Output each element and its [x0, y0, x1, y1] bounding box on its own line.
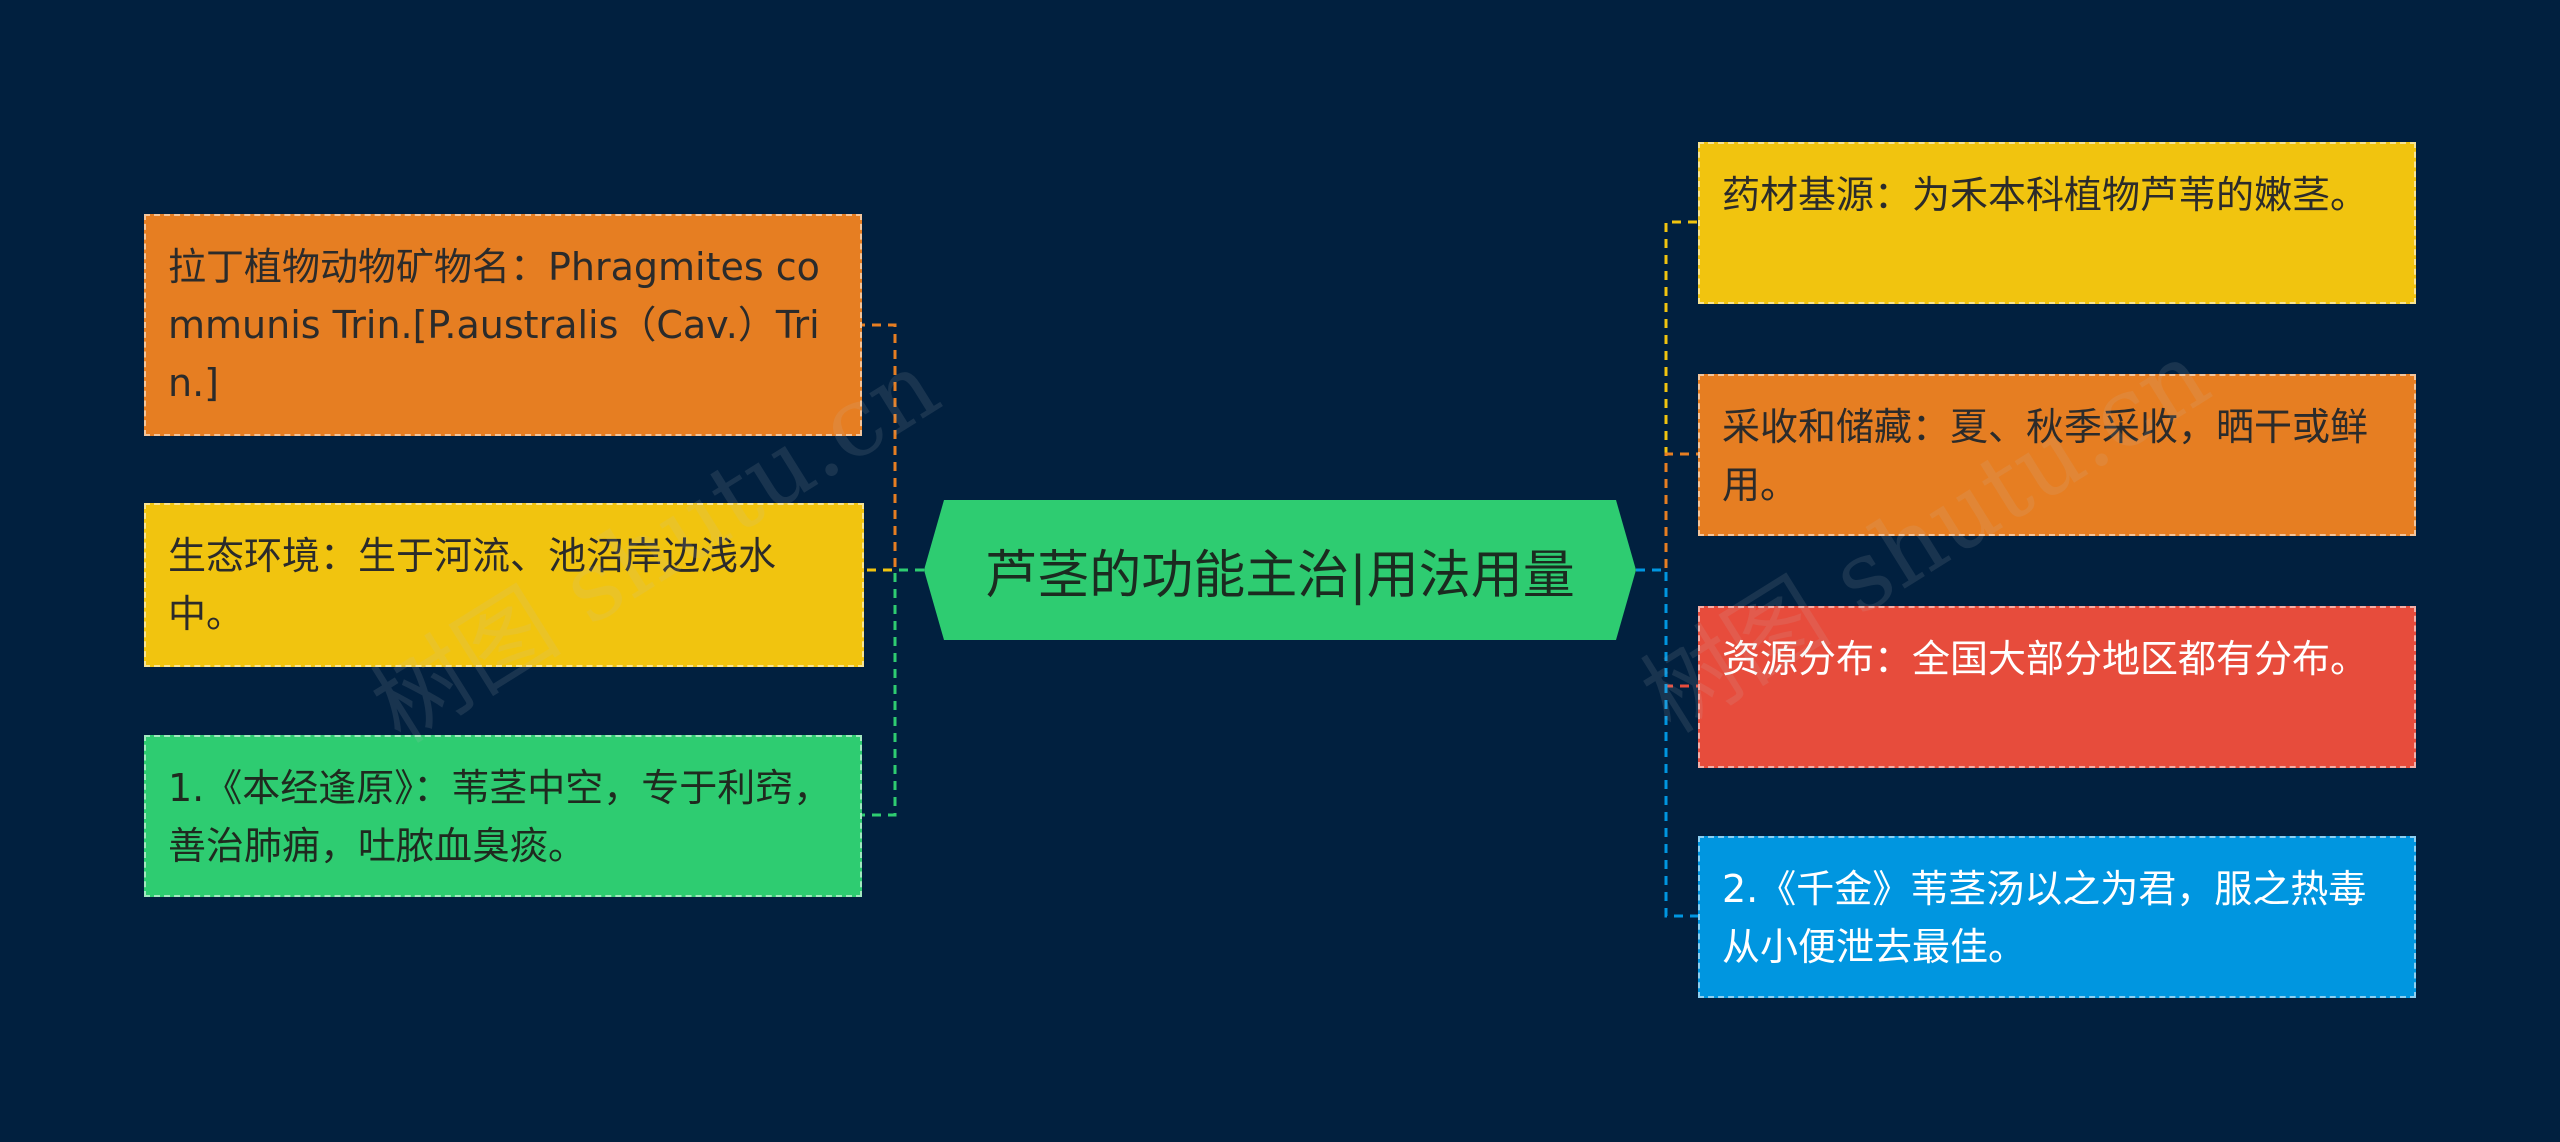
topic-qianjin-quote-text: 2.《千金》苇茎汤以之为君，服之热毒从小便泄去最佳。	[1722, 867, 2367, 969]
connector-right-4	[1636, 568, 1698, 918]
topic-distribution[interactable]: 资源分布：全国大部分地区都有分布。	[1698, 606, 2416, 768]
topic-harvest-storage-text: 采收和储藏：夏、秋季采收，晒干或鲜用。	[1722, 405, 2369, 507]
central-topic-title: 芦茎的功能主治|用法用量	[985, 545, 1575, 606]
topic-ecology-text: 生态环境：生于河流、池沼岸边浅水中。	[168, 534, 777, 636]
central-topic-shape	[924, 500, 1636, 640]
topic-bencao-quote-text: 1.《本经逢原》：苇茎中空，专于利窍，善治肺痈，吐脓血臭痰。	[168, 766, 832, 868]
topic-medicinal-source[interactable]: 药材基源：为禾本科植物芦苇的嫩茎。	[1698, 142, 2416, 304]
central-topic[interactable]: 芦茎的功能主治|用法用量	[924, 500, 1636, 640]
connector-right-2	[1636, 452, 1698, 572]
connector-left-3	[862, 568, 924, 817]
topic-latin-name[interactable]: 拉丁植物动物矿物名：Phragmites communis Trin.[P.au…	[144, 214, 862, 436]
topic-qianjin-quote[interactable]: 2.《千金》苇茎汤以之为君，服之热毒从小便泄去最佳。	[1698, 836, 2416, 998]
connector-left-1	[862, 323, 924, 572]
topic-harvest-storage[interactable]: 采收和储藏：夏、秋季采收，晒干或鲜用。	[1698, 374, 2416, 536]
topic-medicinal-source-text: 药材基源：为禾本科植物芦苇的嫩茎。	[1722, 173, 2369, 217]
topic-distribution-text: 资源分布：全国大部分地区都有分布。	[1722, 637, 2369, 681]
topic-ecology[interactable]: 生态环境：生于河流、池沼岸边浅水中。	[144, 503, 864, 667]
topic-latin-name-text: 拉丁植物动物矿物名：Phragmites communis Trin.[P.au…	[168, 245, 820, 405]
topic-bencao-quote[interactable]: 1.《本经逢原》：苇茎中空，专于利窍，善治肺痈，吐脓血臭痰。	[144, 735, 862, 897]
